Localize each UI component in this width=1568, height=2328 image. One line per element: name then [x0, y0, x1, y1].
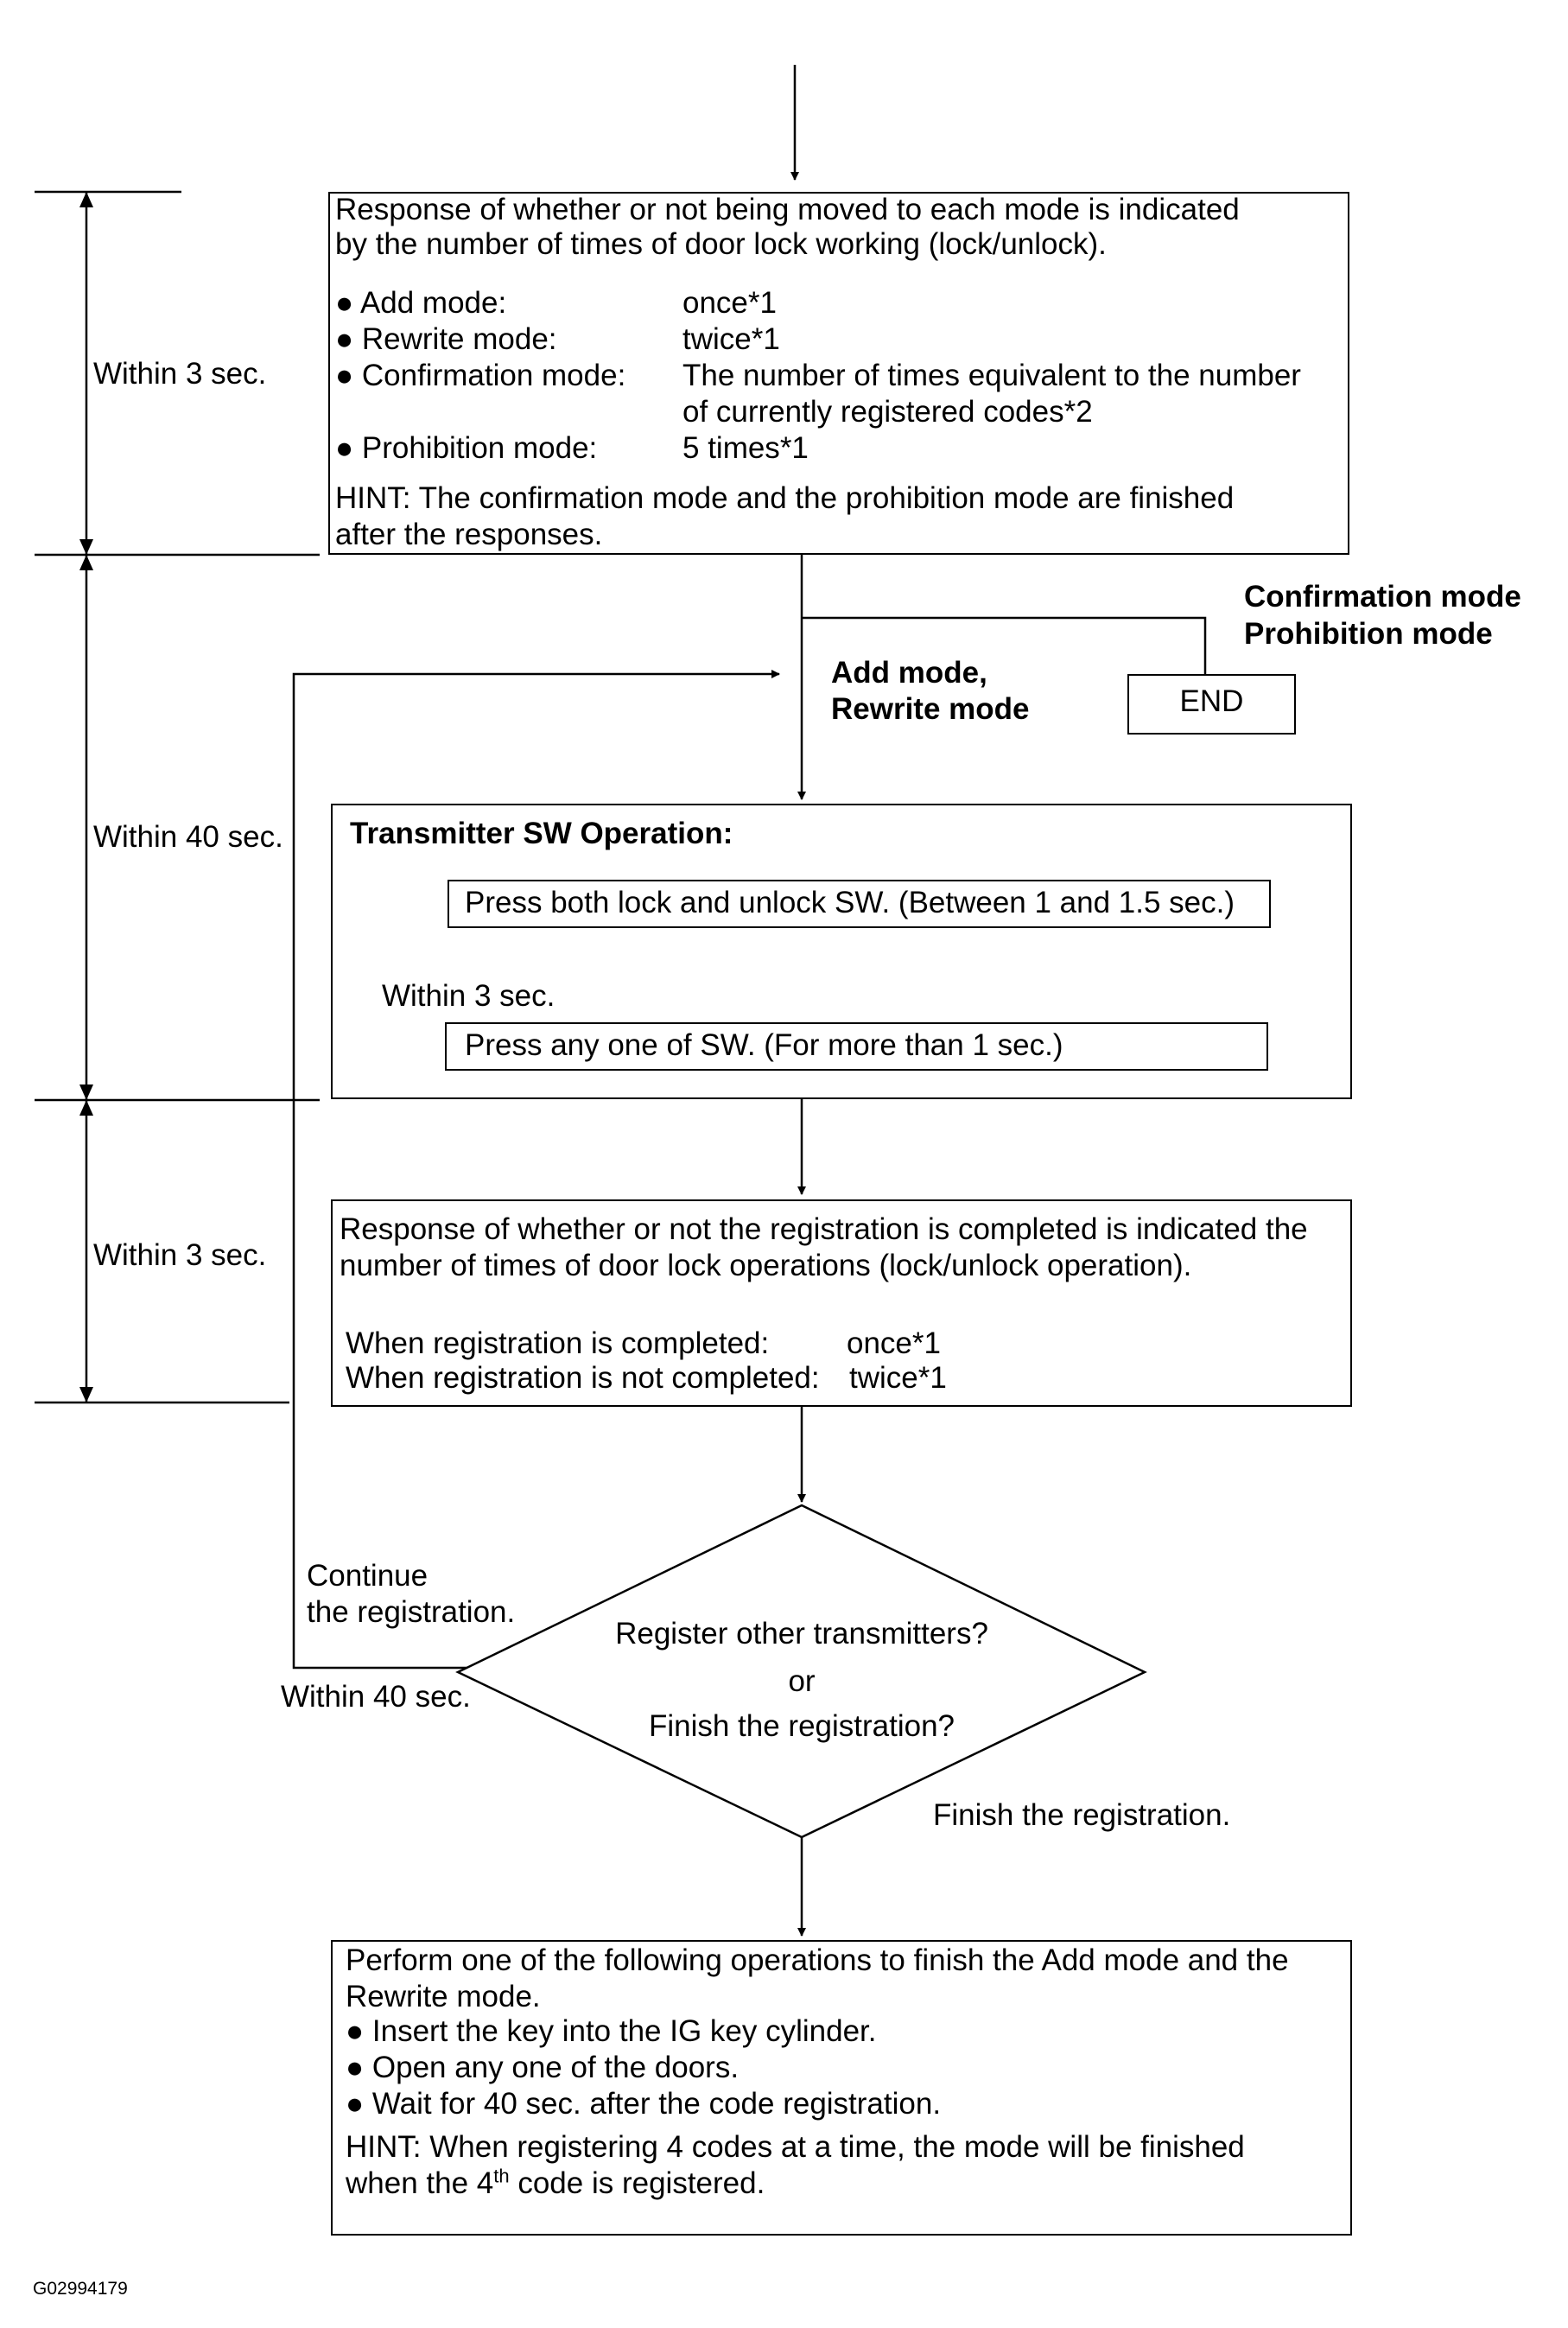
timing-label-1: Within 3 sec.	[93, 357, 267, 391]
end-branch-label-1: Confirmation mode	[1244, 580, 1521, 614]
add-branch-label-1: Add mode,	[831, 656, 987, 690]
response-mode-box	[328, 192, 1349, 555]
bullet-add-mode: ● Add mode:	[335, 286, 507, 320]
completed-label: When registration is completed:	[346, 1326, 770, 1360]
end-box-label: END	[1179, 684, 1244, 718]
loop-back-line	[292, 670, 780, 1670]
box1-line1: Response of whether or not being moved t…	[335, 193, 1240, 226]
value-confirmation-mode-cont: of currently registered codes*2	[682, 395, 1093, 429]
bullet-rewrite-mode: ● Rewrite mode:	[335, 322, 557, 356]
box4-bullet-1: ● Insert the key into the IG key cylinde…	[346, 2014, 877, 2048]
timing-label-2: Within 40 sec.	[93, 820, 283, 854]
continue-label-1: Continue	[307, 1559, 429, 1593]
bullet-prohibition-mode: ● Prohibition mode:	[335, 431, 598, 465]
end-branch-label-2: Prohibition mode	[1244, 617, 1493, 651]
timing-label-3: Within 3 sec.	[93, 1238, 267, 1272]
value-prohibition-mode: 5 times*1	[682, 431, 809, 465]
completed-value: once*1	[847, 1326, 941, 1360]
box4-bullet-2: ● Open any one of the doors.	[346, 2051, 740, 2084]
finish-operations-box	[331, 1940, 1352, 2236]
inner-timing-label: Within 3 sec.	[382, 979, 555, 1013]
step1-label: Press both lock and unlock SW. (Between …	[465, 886, 1235, 919]
figure-id: G02994179	[33, 2279, 128, 2299]
loop-timing-label: Within 40 sec.	[281, 1680, 471, 1714]
decision-line3: Finish the registration?	[648, 1709, 955, 1743]
box4-hint2: when the 4th code is registered.	[346, 2165, 765, 2200]
decision-diamond	[455, 1504, 1147, 1839]
transmitter-title: Transmitter SW Operation:	[350, 817, 733, 850]
continue-label-2: the registration.	[307, 1595, 516, 1629]
end-box	[1127, 674, 1296, 735]
step2-label: Press any one of SW. (For more than 1 se…	[465, 1028, 1063, 1062]
step1-box	[448, 880, 1271, 928]
end-branch-line	[802, 616, 1207, 674]
box4-line2: Rewrite mode.	[346, 1980, 541, 2013]
value-add-mode: once*1	[682, 286, 777, 320]
box1-line2: by the number of times of door lock work…	[335, 227, 1107, 261]
value-rewrite-mode: twice*1	[682, 322, 780, 356]
box3-line1: Response of whether or not the registrat…	[340, 1212, 1308, 1246]
box1-hint1: HINT: The confirmation mode and the proh…	[335, 481, 1235, 515]
add-branch-label-2: Rewrite mode	[831, 692, 1030, 726]
step2-box	[445, 1022, 1268, 1071]
decision-line1: Register other transmitters?	[615, 1617, 988, 1651]
box4-bullet-3: ● Wait for 40 sec. after the code regist…	[346, 2087, 942, 2121]
box4-line1: Perform one of the following operations …	[346, 1943, 1289, 1977]
bullet-confirmation-mode: ● Confirmation mode:	[335, 359, 626, 392]
finish-label: Finish the registration.	[933, 1798, 1231, 1832]
not-completed-value: twice*1	[849, 1361, 947, 1395]
value-confirmation-mode: The number of times equivalent to the nu…	[682, 359, 1301, 392]
registration-response-box	[331, 1199, 1352, 1407]
box1-hint2: after the responses.	[335, 518, 603, 551]
not-completed-label: When registration is not completed:	[346, 1361, 820, 1395]
box4-hint1: HINT: When registering 4 codes at a time…	[346, 2130, 1245, 2164]
box3-line2: number of times of door lock operations …	[340, 1249, 1192, 1282]
decision-line2: or	[788, 1664, 816, 1698]
